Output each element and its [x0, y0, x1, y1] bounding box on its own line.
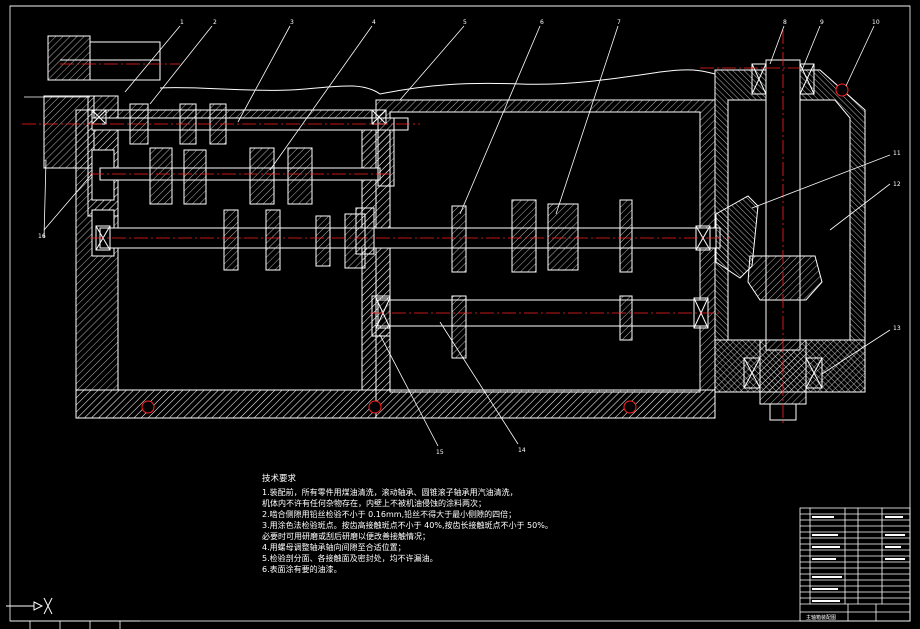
- title-block-title: 主轴箱装配图: [806, 614, 836, 621]
- balloon-1: 1: [180, 19, 184, 26]
- balloon-5: 5: [463, 19, 467, 26]
- balloon-14: 14: [518, 447, 526, 454]
- balloon-6: 6: [540, 19, 544, 26]
- balloon-13: 13: [893, 325, 901, 332]
- requirement-line: 机体内不许有任何杂物存在，内壁上不被机油侵蚀的涂料两次；: [262, 499, 486, 508]
- balloon-labels: 1 2 3 4 5 6 7 8 9 10 11 12 13 14 15 16: [38, 19, 901, 456]
- title-block-rows: [812, 516, 905, 602]
- bottom-strip: [10, 620, 140, 629]
- balloon-16: 16: [38, 233, 46, 240]
- bevel-gears: [715, 195, 823, 301]
- centerlines: [22, 30, 800, 425]
- requirement-line: 5.检验剖分面、各接触面及密封处，均不许漏油。: [262, 554, 438, 563]
- drawing-frame: [9, 5, 911, 622]
- balloon-10: 10: [872, 19, 880, 26]
- gears: [129, 103, 633, 359]
- requirement-line: 4.用螺母调整轴承轴向间隙至合适位置；: [262, 543, 406, 552]
- input-flange: [43, 35, 161, 257]
- balloon-4: 4: [372, 19, 376, 26]
- requirement-line: 2.啮合侧隙用铅丝检验不小于 0.16mm,铅丝不得大于最小侧隙的四倍；: [262, 510, 517, 519]
- requirement-line: 必要时可用研磨或刮后研磨以便改善接触情况；: [262, 532, 430, 541]
- balloon-7: 7: [617, 19, 621, 26]
- technical-requirements-heading: 技术要求: [262, 474, 297, 484]
- title-block: [799, 507, 911, 622]
- leader-lines: [24, 25, 891, 447]
- balloon-2: 2: [213, 19, 217, 26]
- balloon-11: 11: [893, 150, 901, 157]
- ucs-axis-icon: [6, 597, 53, 615]
- technical-requirements: 技术要求 1.装配前，所有零件用煤油清洗，滚动轴承、圆锥滚子轴承用汽油清洗， 机…: [262, 474, 582, 575]
- requirement-line: 3.用涂色法检验斑点。按齿高接触斑点不小于 40%,按齿长接触斑点不小于 50%…: [262, 521, 553, 530]
- requirement-line: 1.装配前，所有零件用煤油清洗，滚动轴承、圆锥滚子轴承用汽油清洗，: [262, 488, 518, 497]
- balloon-12: 12: [893, 181, 901, 188]
- balloon-3: 3: [290, 19, 294, 26]
- requirement-line: 6.表面涂有要的油漆。: [262, 565, 342, 574]
- balloon-9: 9: [820, 19, 824, 26]
- balloon-8: 8: [783, 19, 787, 26]
- balloon-15: 15: [436, 449, 444, 456]
